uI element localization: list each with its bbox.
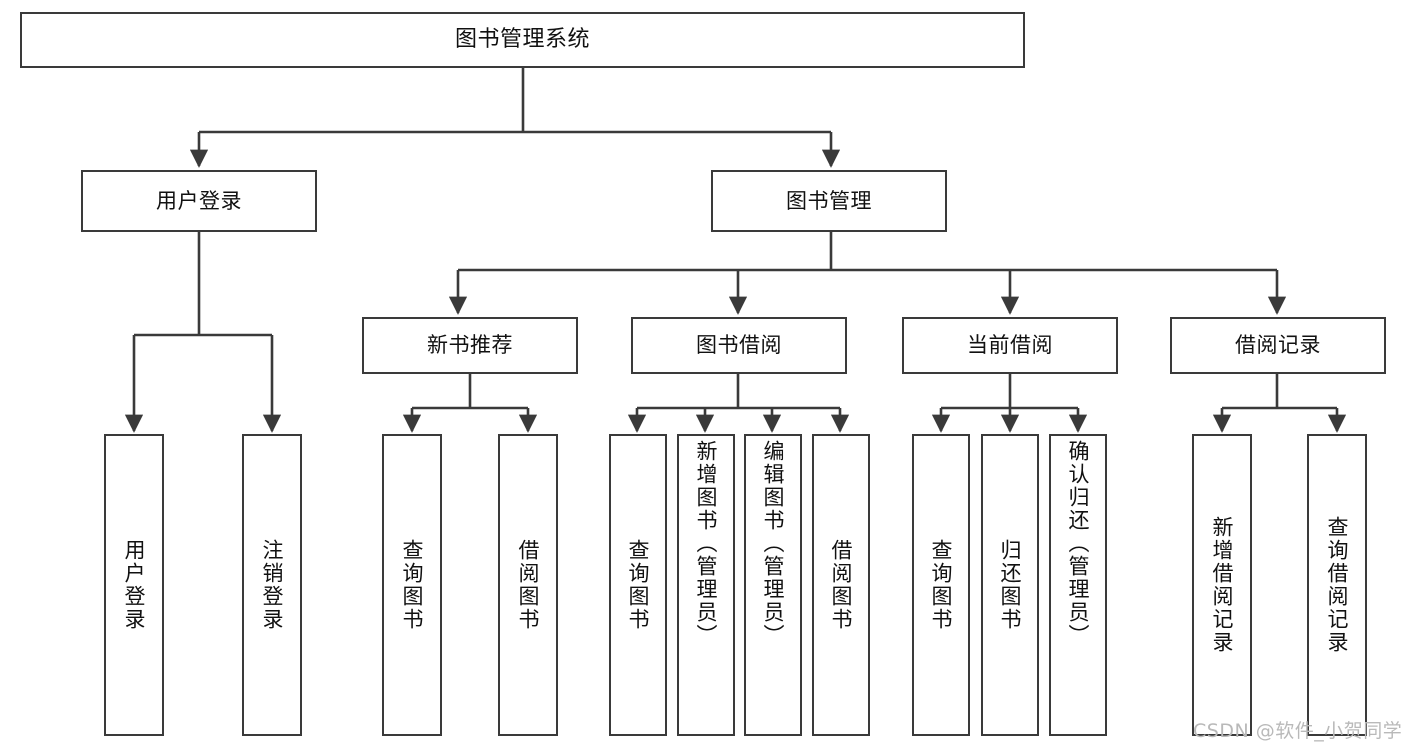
node-root-book-management-system[interactable]: 图书管理系统 xyxy=(20,12,1025,68)
node-label: 图书管理 xyxy=(786,188,872,213)
node-label: 确认归还（管理员） xyxy=(1066,440,1091,647)
node-label: 查询图书 xyxy=(400,539,425,631)
node-label: 新增图书（管理员） xyxy=(694,440,719,647)
leaf-borrow-record-query-record[interactable]: 查询借阅记录 xyxy=(1307,434,1367,736)
leaf-user-login-logout[interactable]: 注销登录 xyxy=(242,434,302,736)
node-label: 图书借阅 xyxy=(696,333,782,358)
leaf-new-book-query-book[interactable]: 查询图书 xyxy=(382,434,442,736)
node-label: 查询借阅记录 xyxy=(1325,516,1350,654)
node-borrowing-record[interactable]: 借阅记录 xyxy=(1170,317,1386,374)
node-label: 归还图书 xyxy=(998,539,1023,631)
leaf-new-book-borrow-book[interactable]: 借阅图书 xyxy=(498,434,558,736)
node-label: 新书推荐 xyxy=(427,333,513,358)
node-new-book-recommendation[interactable]: 新书推荐 xyxy=(362,317,578,374)
node-label: 借阅记录 xyxy=(1235,333,1321,358)
leaf-book-borrow-edit-book-admin[interactable]: 编辑图书（管理员） xyxy=(744,434,802,736)
node-label: 当前借阅 xyxy=(967,333,1053,358)
leaf-book-borrow-query-book[interactable]: 查询图书 xyxy=(609,434,667,736)
node-user-login[interactable]: 用户登录 xyxy=(81,170,317,232)
node-book-borrowing[interactable]: 图书借阅 xyxy=(631,317,847,374)
node-current-borrowing[interactable]: 当前借阅 xyxy=(902,317,1118,374)
leaf-borrow-record-add-record[interactable]: 新增借阅记录 xyxy=(1192,434,1252,736)
node-label: 编辑图书（管理员） xyxy=(761,440,786,647)
node-label: 注销登录 xyxy=(260,539,285,631)
node-label: 新增借阅记录 xyxy=(1210,516,1235,654)
node-label: 用户登录 xyxy=(156,188,242,213)
leaf-current-borrow-query-book[interactable]: 查询图书 xyxy=(912,434,970,736)
leaf-current-borrow-return-book[interactable]: 归还图书 xyxy=(981,434,1039,736)
leaf-user-login-login[interactable]: 用户登录 xyxy=(104,434,164,736)
node-label: 用户登录 xyxy=(122,539,147,631)
leaf-book-borrow-borrow-book[interactable]: 借阅图书 xyxy=(812,434,870,736)
node-book-management[interactable]: 图书管理 xyxy=(711,170,947,232)
node-label: 借阅图书 xyxy=(829,539,854,631)
node-label: 图书管理系统 xyxy=(454,27,590,53)
leaf-current-borrow-confirm-return-admin[interactable]: 确认归还（管理员） xyxy=(1049,434,1107,736)
csdn-watermark: CSDN @软件_小贺同学 xyxy=(1193,720,1403,742)
node-label: 借阅图书 xyxy=(516,539,541,631)
node-label: 查询图书 xyxy=(929,539,954,631)
node-label: 查询图书 xyxy=(626,539,651,631)
leaf-book-borrow-add-book-admin[interactable]: 新增图书（管理员） xyxy=(677,434,735,736)
